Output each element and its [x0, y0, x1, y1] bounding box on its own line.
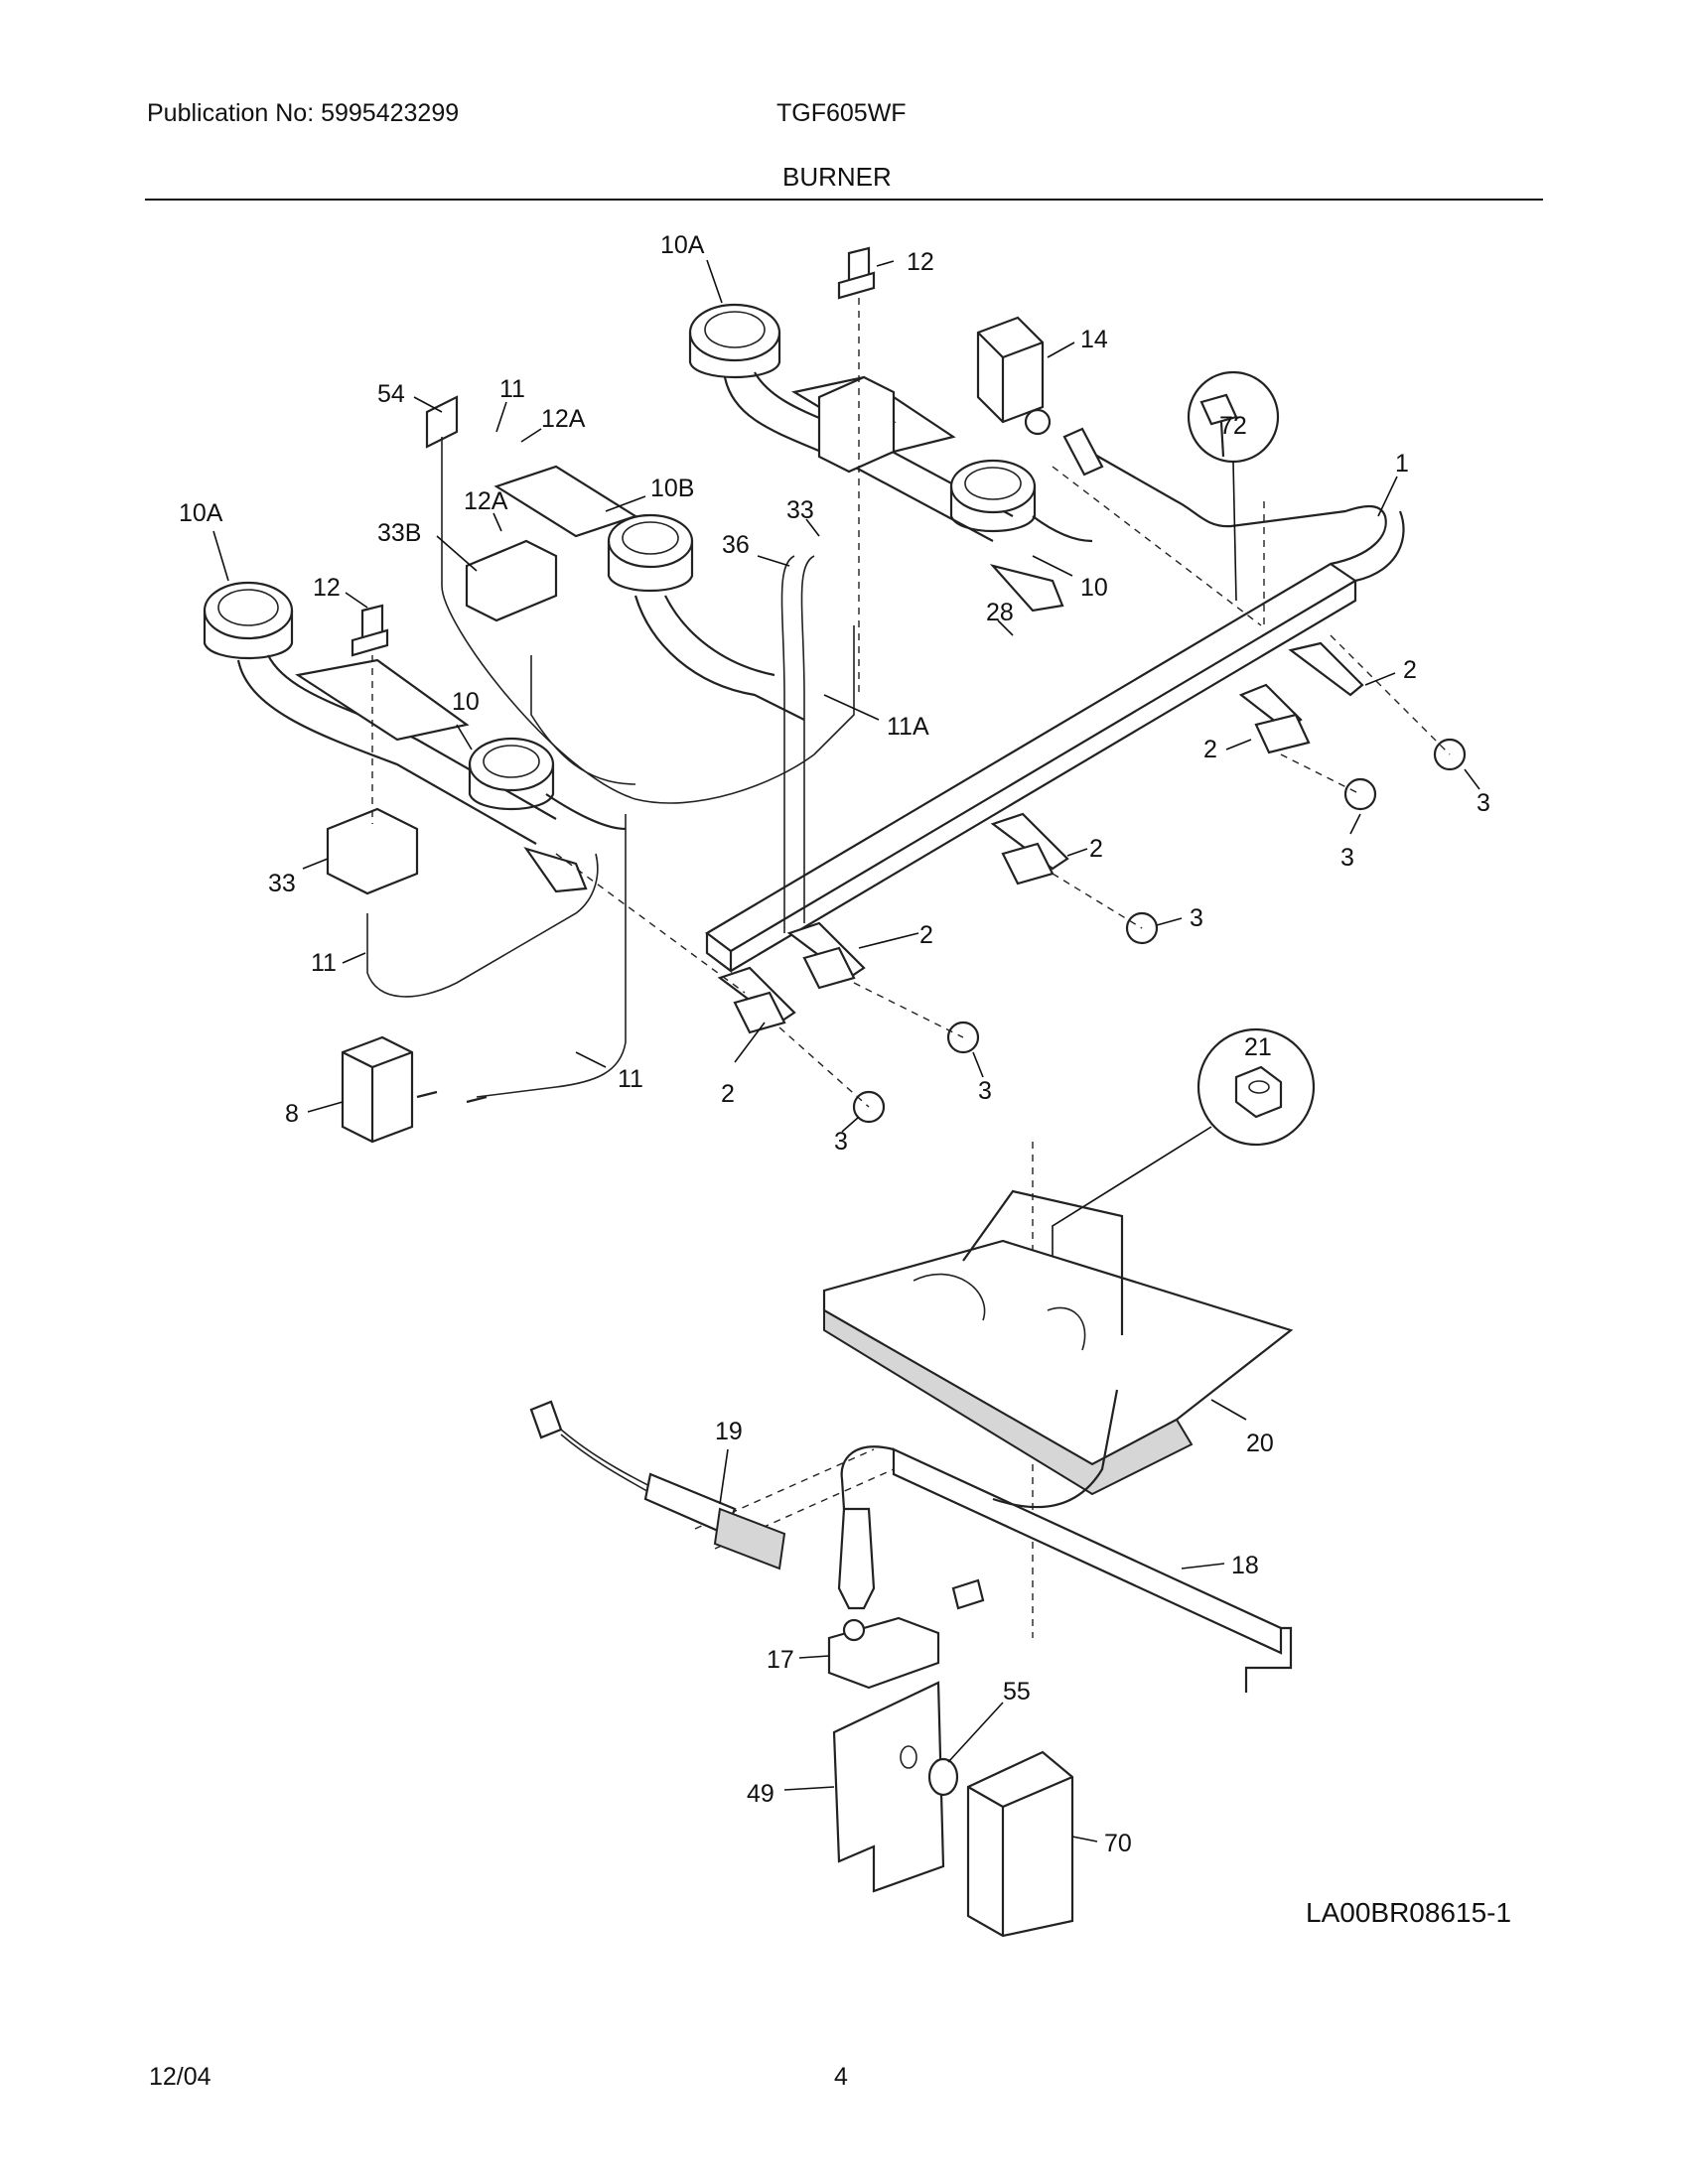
callout-12-left: 12: [313, 574, 341, 602]
burner-10B-center: [493, 465, 805, 721]
callout-10-right: 10: [1080, 574, 1108, 602]
oven-burner-18: [837, 1389, 1293, 1693]
callout-3-r2: 3: [1340, 844, 1354, 872]
callout-3-r1: 3: [1477, 789, 1490, 817]
bracket-54: [425, 395, 459, 449]
callout-2-low: 2: [919, 921, 933, 949]
valves-and-orifices: [717, 641, 1467, 1124]
callout-70: 70: [1104, 1830, 1132, 1857]
callout-10B: 10B: [650, 475, 694, 502]
mounting-bracket-49: [832, 1681, 945, 1893]
oven-valve-17: [827, 1578, 985, 1690]
bracket-12-left: [351, 604, 389, 657]
callout-10A-top: 10A: [660, 231, 705, 259]
callout-72: 72: [1219, 412, 1247, 440]
callout-17: 17: [767, 1646, 794, 1674]
spark-module-8: [341, 1035, 414, 1144]
model-number: TGF605WF: [776, 99, 907, 127]
callout-33B: 33B: [377, 519, 421, 547]
burner-10A-front-left: [203, 581, 557, 845]
bracket-33-mid: [817, 375, 896, 474]
manifold-pipe: [705, 427, 1405, 974]
cover-box-70: [966, 1750, 1074, 1938]
callout-12-top: 12: [907, 248, 934, 276]
burner-shield-20: [822, 1189, 1294, 1496]
callout-19: 19: [715, 1418, 743, 1445]
oven-igniter-19: [529, 1400, 786, 1570]
header-rule: [145, 199, 1543, 201]
callout-11-top: 11: [499, 375, 525, 403]
callout-10A-left: 10A: [179, 499, 223, 527]
publication-number: Publication No: 5995423299: [147, 99, 460, 127]
callout-3-mid: 3: [1190, 904, 1203, 932]
callout-14: 14: [1080, 326, 1108, 353]
callout-12A-a: 12A: [541, 405, 586, 433]
diagram-code: LA00BR08615-1: [1306, 1897, 1512, 1928]
igniter-wires: [366, 437, 855, 1104]
callout-55: 55: [1003, 1678, 1031, 1706]
ring-55: [900, 1745, 959, 1797]
section-title: BURNER: [782, 162, 892, 192]
callout-33-left: 33: [268, 870, 296, 897]
callout-3-bottom: 3: [834, 1128, 848, 1156]
callout-8: 8: [285, 1100, 299, 1128]
detail-circle-21: [1052, 1027, 1316, 1320]
callout-2-r2: 2: [1203, 736, 1217, 763]
callout-20: 20: [1246, 1430, 1274, 1457]
bracket-33-left: [326, 807, 419, 895]
callout-18: 18: [1231, 1552, 1259, 1579]
footer-date: 12/04: [149, 2063, 211, 2091]
bracket-33B: [465, 539, 558, 622]
callout-33-mid: 33: [786, 496, 814, 524]
callout-3-low: 3: [978, 1077, 992, 1105]
callout-2-r1: 2: [1403, 656, 1417, 684]
burner-10-rear-right: [949, 459, 1093, 613]
callout-2-mid: 2: [1089, 835, 1103, 863]
callout-11A: 11A: [887, 713, 929, 741]
callout-11-bottom: 11: [618, 1065, 643, 1093]
callout-12A-b: 12A: [464, 487, 508, 515]
callout-11-left: 11: [311, 949, 337, 977]
callout-1: 1: [1395, 450, 1409, 478]
bracket-12-top: [837, 246, 876, 300]
callout-2-lowleft: 2: [721, 1080, 735, 1108]
callout-10-left: 10: [452, 688, 480, 716]
detail-circle-72: [1187, 370, 1280, 602]
burner-valve-14: [976, 316, 1052, 436]
callout-28: 28: [986, 599, 1014, 626]
callout-54: 54: [377, 380, 405, 408]
callout-49: 49: [747, 1780, 774, 1808]
page-number: 4: [834, 2063, 848, 2091]
callout-36: 36: [722, 531, 750, 559]
burner-10-front-left: [468, 737, 627, 893]
leader-lines: [212, 259, 1480, 1843]
callout-labels: 10A 12 14 72 1 54 11 12A 10B 12A 33B 10A…: [179, 231, 1490, 1857]
callout-21: 21: [1244, 1033, 1272, 1061]
